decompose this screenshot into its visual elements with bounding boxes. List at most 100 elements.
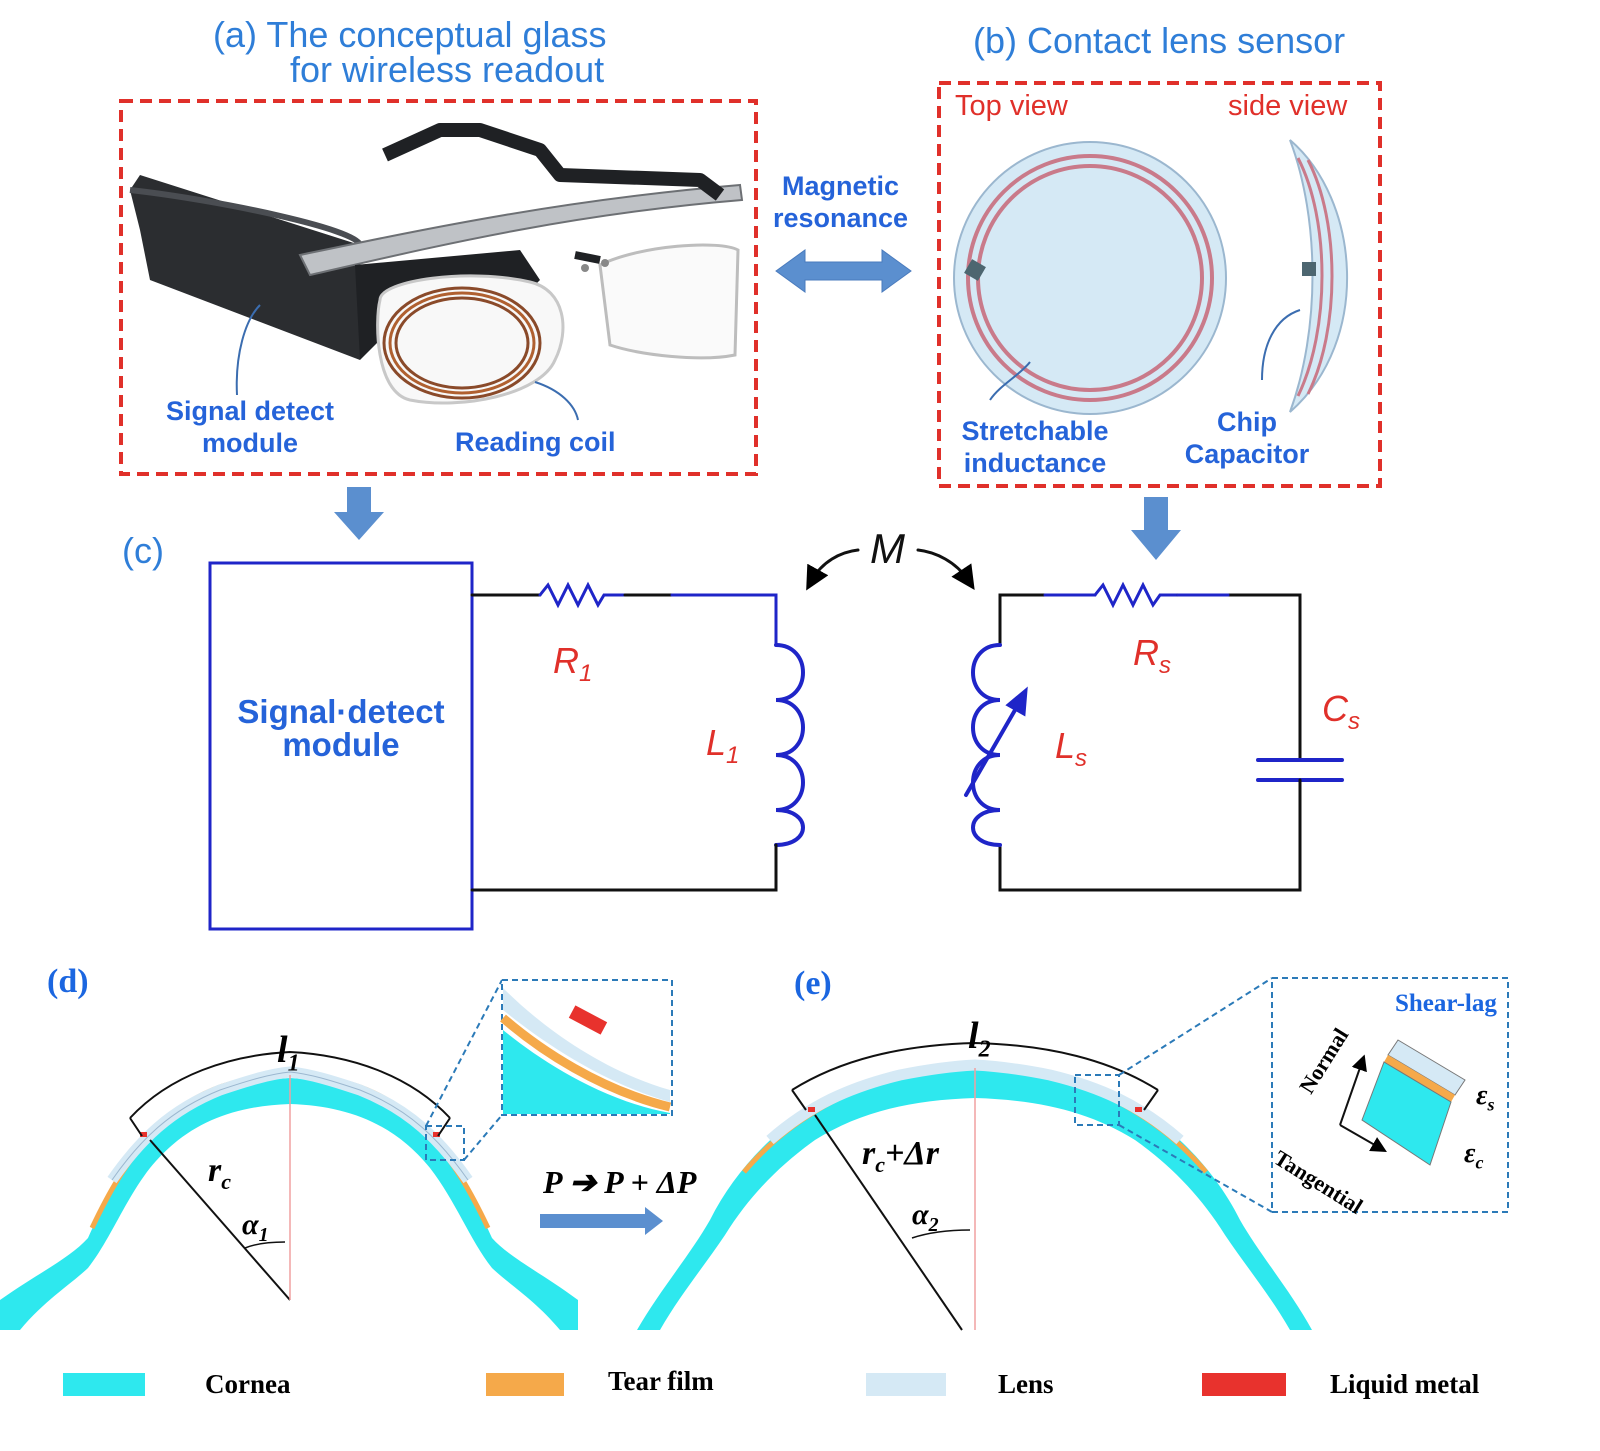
inductance-line1: Stretchable (961, 416, 1109, 446)
label-r1: R1 (553, 640, 592, 688)
panel-a-title-line2: for wireless readout (290, 49, 605, 90)
resistor-r1 (538, 581, 627, 609)
label-eps-s: εs (1476, 1080, 1495, 1116)
cs-sub: s (1348, 708, 1360, 736)
module-line1: Signal·detect (237, 693, 445, 730)
label-angle-alpha1: α1 (242, 1208, 269, 1247)
panel-b-frame (937, 81, 1382, 488)
rc2-symbol: r (862, 1135, 876, 1172)
eps-s-sub: s (1487, 1094, 1495, 1115)
label-pressure-change: P ➔ P + ΔP (543, 1164, 697, 1200)
eps-c-symbol: ε (1464, 1138, 1476, 1169)
signal-detect-box (208, 561, 474, 931)
label-radius-rc-dr: rc+Δr (862, 1135, 939, 1178)
transition-arrow-shaft (540, 1214, 645, 1228)
zoom-marker-e (1074, 1074, 1120, 1126)
inductor-l1 (774, 643, 805, 847)
rc-sub: c (221, 1168, 231, 1194)
rs-symbol: R (1133, 632, 1159, 673)
inductor-ls (971, 643, 1002, 847)
label-signal-line2: module (201, 428, 298, 458)
label-stretchable-inductance: Stretchable inductance (945, 415, 1125, 479)
r1-sub: 1 (579, 660, 593, 688)
alpha1-sub: 1 (258, 1224, 269, 1246)
resonance-double-arrow (775, 249, 912, 293)
legend-label-liquid-metal: Liquid metal (1330, 1369, 1480, 1399)
panel-d-tag: (d) (47, 963, 89, 1000)
label-arc-l2: l2 (968, 1014, 991, 1064)
arc-dimension-l1 (129, 1050, 451, 1119)
inductance-line2: inductance (963, 448, 1107, 478)
legend-label-tear-film: Tear film (608, 1366, 714, 1396)
label-l1: L1 (706, 722, 739, 770)
radius-line-rc (149, 1139, 291, 1301)
magnetic-line1: Magnetic (781, 171, 900, 201)
label-angle-alpha2: α2 (912, 1198, 939, 1237)
label-cs: Cs (1322, 688, 1360, 736)
l2-arc-symbol: l (968, 1015, 979, 1057)
glasses-illustration (129, 123, 744, 421)
alpha2-sub: 2 (928, 1214, 939, 1236)
rc2-suffix: +Δr (885, 1135, 939, 1172)
legend-swatch-cornea (63, 1373, 145, 1396)
label-magnetic-resonance: Magnetic resonance (763, 170, 918, 234)
contact-lens-side-view (1261, 139, 1349, 413)
label-ls: Ls (1055, 725, 1087, 773)
l1-arc-symbol: l (277, 1029, 288, 1071)
label-eps-c: εc (1464, 1138, 1483, 1174)
legend-swatch-liquid-metal (1202, 1373, 1286, 1396)
transition-arrow-head (645, 1207, 663, 1235)
panel-e-tag: (e) (794, 965, 832, 1002)
label-reading-coil: Reading coil (455, 427, 616, 457)
legend-swatch-tear-film (486, 1373, 564, 1396)
label-chip-capacitor: Chip Capacitor (1172, 406, 1322, 470)
legend-swatch-lens (866, 1373, 946, 1396)
l1-arc-sub: 1 (287, 1050, 300, 1077)
l1-symbol: L (706, 722, 727, 763)
label-rs: Rs (1133, 632, 1171, 680)
panel-c-tag: (c) (122, 530, 164, 571)
label-radius-rc: rc (208, 1152, 231, 1195)
alpha2-symbol: α (912, 1198, 929, 1231)
label-shear-lag: Shear-lag (1395, 990, 1497, 1017)
mutual-arrow-right (916, 548, 975, 590)
radius-line-rc-dr (814, 1114, 963, 1331)
eps-s-symbol: ε (1476, 1080, 1488, 1111)
label-side-view: side view (1228, 90, 1348, 122)
variable-arrow-ls (964, 696, 1024, 797)
module-line2: module (282, 726, 400, 763)
l1-sub: 1 (726, 742, 740, 770)
rs-sub: s (1159, 652, 1171, 680)
panel-a-frame (119, 99, 758, 476)
magnetic-line2: resonance (772, 203, 909, 233)
l2-arc-sub: 2 (978, 1036, 991, 1063)
contact-lens-top-view (953, 141, 1227, 415)
label-top-view: Top view (955, 90, 1068, 122)
rc-symbol: r (208, 1152, 222, 1189)
panel-a-title-line1: (a) The conceptual glass (213, 14, 607, 55)
ls-sub: s (1075, 745, 1088, 773)
eps-c-sub: c (1475, 1152, 1484, 1173)
resistor-rs (1093, 581, 1180, 609)
label-arc-l1: l1 (277, 1028, 300, 1078)
panel-e-cornea (637, 977, 1509, 1331)
label-signal-line1: Signal detect (165, 396, 335, 426)
down-arrow-right (1131, 497, 1181, 560)
legend-label-lens: Lens (998, 1369, 1054, 1399)
ls-symbol: L (1055, 725, 1076, 766)
label-mutual-m: M (870, 525, 905, 572)
rc2-sub: c (875, 1151, 885, 1177)
panel-d-cornea (0, 979, 673, 1330)
circuit-diagram (208, 548, 1344, 931)
legend-label-cornea: Cornea (205, 1369, 291, 1399)
signal-detect-module-label: Signal·detect module (210, 695, 472, 761)
zoom-marker-d (425, 1125, 465, 1161)
r1-symbol: R (553, 640, 579, 681)
alpha1-symbol: α (242, 1208, 259, 1241)
mutual-arrow-left (806, 548, 860, 591)
label-signal-detect-module: Signal detect module (140, 395, 360, 459)
capacitor-cs (1256, 758, 1344, 782)
chip-line1: Chip (1217, 407, 1277, 437)
arc-dimension-l2 (791, 1041, 1159, 1091)
